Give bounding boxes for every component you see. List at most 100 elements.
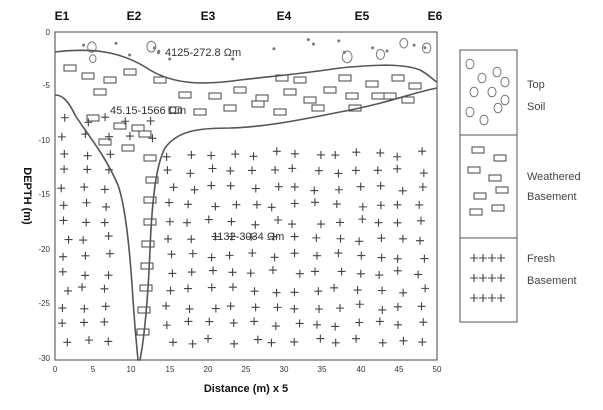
fresh-basement-mark: [378, 286, 387, 295]
y-tick-label: -5: [43, 81, 51, 90]
top-soil-dot: [371, 46, 375, 50]
fresh-basement-mark: [185, 304, 194, 313]
fresh-basement-mark: [106, 150, 115, 159]
fresh-basement-mark: [187, 268, 196, 277]
legend-fresh-mark: [470, 294, 478, 302]
weathered-basement-mark: [193, 108, 207, 116]
fresh-basement-mark: [207, 253, 216, 262]
fresh-basement-mark: [100, 317, 109, 326]
fresh-basement-mark: [418, 183, 427, 192]
top-soil-dot: [312, 42, 316, 46]
legend-label-fresh-1: Fresh: [527, 253, 555, 265]
weathered-basement-mark: [145, 176, 159, 184]
fresh-basement-mark: [228, 283, 237, 292]
legend-fresh-mark: [488, 274, 496, 282]
legend-top-soil-pebble: [465, 58, 475, 70]
fresh-basement-mark: [166, 286, 175, 295]
fresh-basement-mark: [377, 253, 386, 262]
fresh-basement-mark: [187, 150, 196, 159]
x-tick-label: 25: [242, 365, 251, 374]
fresh-basement-mark: [290, 304, 299, 313]
fresh-basement-mark: [58, 304, 67, 313]
fresh-basement-mark: [419, 318, 428, 327]
fresh-basement-mark: [377, 234, 386, 243]
top-soil-dot: [423, 46, 427, 50]
fresh-basement-mark: [288, 220, 297, 229]
electrode-label-e3: E3: [201, 9, 216, 23]
fresh-basement-mark: [83, 165, 92, 174]
fresh-basement-mark: [60, 165, 69, 174]
fresh-basement-mark: [230, 339, 239, 348]
fresh-basement-mark: [184, 317, 193, 326]
x-axis: 0 5 10 15 20 25 30 35 40 45 50: [53, 365, 442, 374]
weathered-basement-mark: [383, 92, 397, 100]
fresh-basement-mark: [163, 166, 172, 175]
x-tick-label: 5: [91, 365, 96, 374]
fresh-basement-mark: [251, 184, 260, 193]
weathered-basement-mark: [293, 76, 307, 84]
fresh-basement-mark: [205, 317, 214, 326]
weathered-basement-mark: [131, 124, 145, 132]
weathered-basement-mark: [283, 88, 297, 96]
weathered-basement-mark: [63, 64, 77, 72]
fresh-basement-mark: [272, 288, 281, 297]
fresh-basement-mark: [207, 151, 216, 160]
top-soil-dot: [231, 57, 235, 61]
top-soil-pebble: [89, 54, 97, 64]
top-soil-dot: [272, 47, 276, 51]
weathered-basement-mark: [141, 240, 155, 248]
fresh-basement-mark: [419, 169, 428, 178]
fresh-basement-mark: [104, 337, 113, 346]
fresh-basement-mark: [248, 166, 257, 175]
electrode-label-e6: E6: [428, 9, 443, 23]
legend-fresh-mark: [488, 294, 496, 302]
fresh-basement-mark: [79, 236, 88, 245]
weathered-basement-mark: [311, 104, 325, 112]
fresh-basement-mark: [80, 304, 89, 313]
legend-fresh-mark: [497, 254, 505, 262]
fresh-basement-mark: [184, 200, 193, 209]
top-soil-dot: [306, 38, 310, 42]
fresh-basement-mark: [228, 268, 237, 277]
legend-weathered-mark: [469, 208, 483, 216]
fresh-basement-mark: [253, 335, 262, 344]
fresh-basement-mark: [352, 334, 361, 343]
fresh-basement-mark: [183, 284, 192, 293]
fresh-basement-mark: [393, 302, 402, 311]
fresh-basement-mark: [398, 186, 407, 195]
legend-top-soil-pebble: [469, 86, 479, 98]
fresh-basement-mark: [418, 147, 427, 156]
fresh-basement-mark: [81, 271, 90, 280]
weathered-basement-mark: [365, 80, 379, 88]
fresh-basement-mark: [331, 322, 340, 331]
weathered-basement-mark: [323, 86, 337, 94]
fresh-basement-mark: [225, 251, 234, 260]
top-soil-symbols: [82, 38, 432, 64]
legend-swatch-weathered: [467, 146, 509, 216]
weathered-basement-mark: [338, 74, 352, 82]
fresh-basement-mark: [376, 201, 385, 210]
weathered-boundary: [54, 87, 438, 361]
fresh-basement-mark: [353, 286, 362, 295]
fresh-basement-mark: [82, 198, 91, 207]
fresh-basement-mark: [374, 218, 383, 227]
legend-top-soil-pebble: [465, 106, 475, 118]
fresh-basement-mark: [295, 269, 304, 278]
legend-fresh-mark: [479, 254, 487, 262]
top-soil-dot: [337, 39, 341, 43]
fresh-basement-mark: [146, 116, 155, 125]
legend-label-top-soil-2: Soil: [527, 101, 545, 113]
fresh-basement-mark: [355, 237, 364, 246]
fresh-basement-mark: [290, 199, 299, 208]
fresh-basement-mark: [247, 232, 256, 241]
fresh-basement-mark: [81, 251, 90, 260]
fresh-basement-mark: [186, 169, 195, 178]
weathered-basement-mark: [251, 100, 265, 108]
y-tick-label: -25: [38, 299, 50, 308]
legend-swatch-top-soil: [465, 58, 510, 126]
legend-label-weathered-1: Weathered: [527, 171, 581, 183]
x-tick-label: 50: [433, 365, 442, 374]
fresh-basement-mark: [162, 321, 171, 330]
fresh-basement-mark: [358, 202, 367, 211]
